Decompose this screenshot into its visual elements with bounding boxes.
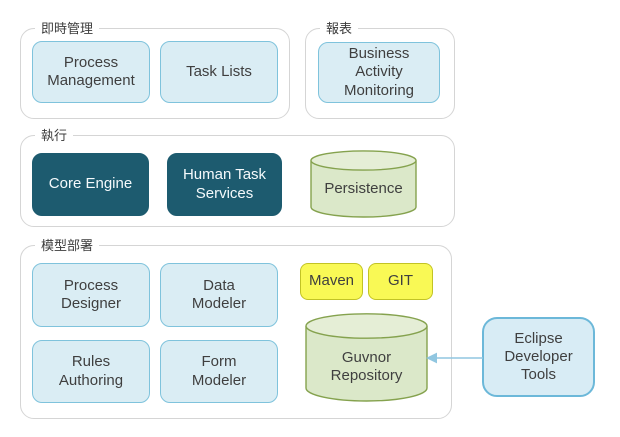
box-git: GIT bbox=[368, 263, 433, 300]
box-data-modeler: Data Modeler bbox=[160, 263, 278, 327]
box-maven: Maven bbox=[300, 263, 363, 300]
box-human-task-services: Human Task Services bbox=[167, 153, 282, 216]
box-rules-authoring: Rules Authoring bbox=[32, 340, 150, 403]
group-realtime-management-label: 即時管理 bbox=[35, 20, 100, 37]
box-maven-label: Maven bbox=[308, 272, 355, 290]
group-modeling-deployment: 模型部署 bbox=[20, 237, 452, 419]
box-git-label: GIT bbox=[388, 272, 413, 290]
group-reporting: 報表 bbox=[305, 20, 455, 119]
cylinder-persistence-shape bbox=[310, 150, 417, 218]
box-rules-authoring-label: Rules Authoring bbox=[58, 353, 124, 389]
box-process-management-label: Process Management bbox=[47, 53, 135, 89]
group-modeling-deployment-label: 模型部署 bbox=[35, 237, 100, 254]
box-form-modeler: Form Modeler bbox=[160, 340, 278, 403]
arrow-eclipse-to-guvnor bbox=[426, 352, 483, 364]
group-realtime-management: 即時管理 bbox=[20, 20, 290, 119]
box-human-task-services-label: Human Task Services bbox=[182, 166, 267, 202]
box-process-designer-label: Process Designer bbox=[60, 276, 122, 312]
box-business-activity-monitoring-label: Business Activity Monitoring bbox=[343, 45, 415, 99]
group-execution-label: 執行 bbox=[35, 127, 74, 144]
box-task-lists-label: Task Lists bbox=[186, 62, 252, 80]
box-core-engine: Core Engine bbox=[32, 153, 149, 216]
box-core-engine-label: Core Engine bbox=[48, 175, 133, 193]
box-task-lists: Task Lists bbox=[160, 41, 278, 103]
cylinder-persistence: Persistence bbox=[310, 150, 417, 218]
box-data-modeler-label: Data Modeler bbox=[191, 276, 247, 312]
box-eclipse-developer-tools: Eclipse Developer Tools bbox=[482, 317, 595, 397]
box-process-designer: Process Designer bbox=[32, 263, 150, 327]
box-form-modeler-label: Form Modeler bbox=[191, 353, 247, 389]
cylinder-guvnor-repository: Guvnor Repository bbox=[305, 313, 428, 402]
box-business-activity-monitoring: Business Activity Monitoring bbox=[318, 42, 440, 103]
group-execution: 執行 bbox=[20, 127, 455, 227]
cylinder-guvnor-repository-shape bbox=[305, 313, 428, 402]
group-reporting-label: 報表 bbox=[320, 20, 359, 37]
cylinder-persistence-label: Persistence bbox=[324, 180, 403, 197]
box-process-management: Process Management bbox=[32, 41, 150, 103]
cylinder-guvnor-repository-label: Guvnor Repository bbox=[330, 349, 403, 385]
box-eclipse-developer-tools-label: Eclipse Developer Tools bbox=[504, 329, 573, 384]
